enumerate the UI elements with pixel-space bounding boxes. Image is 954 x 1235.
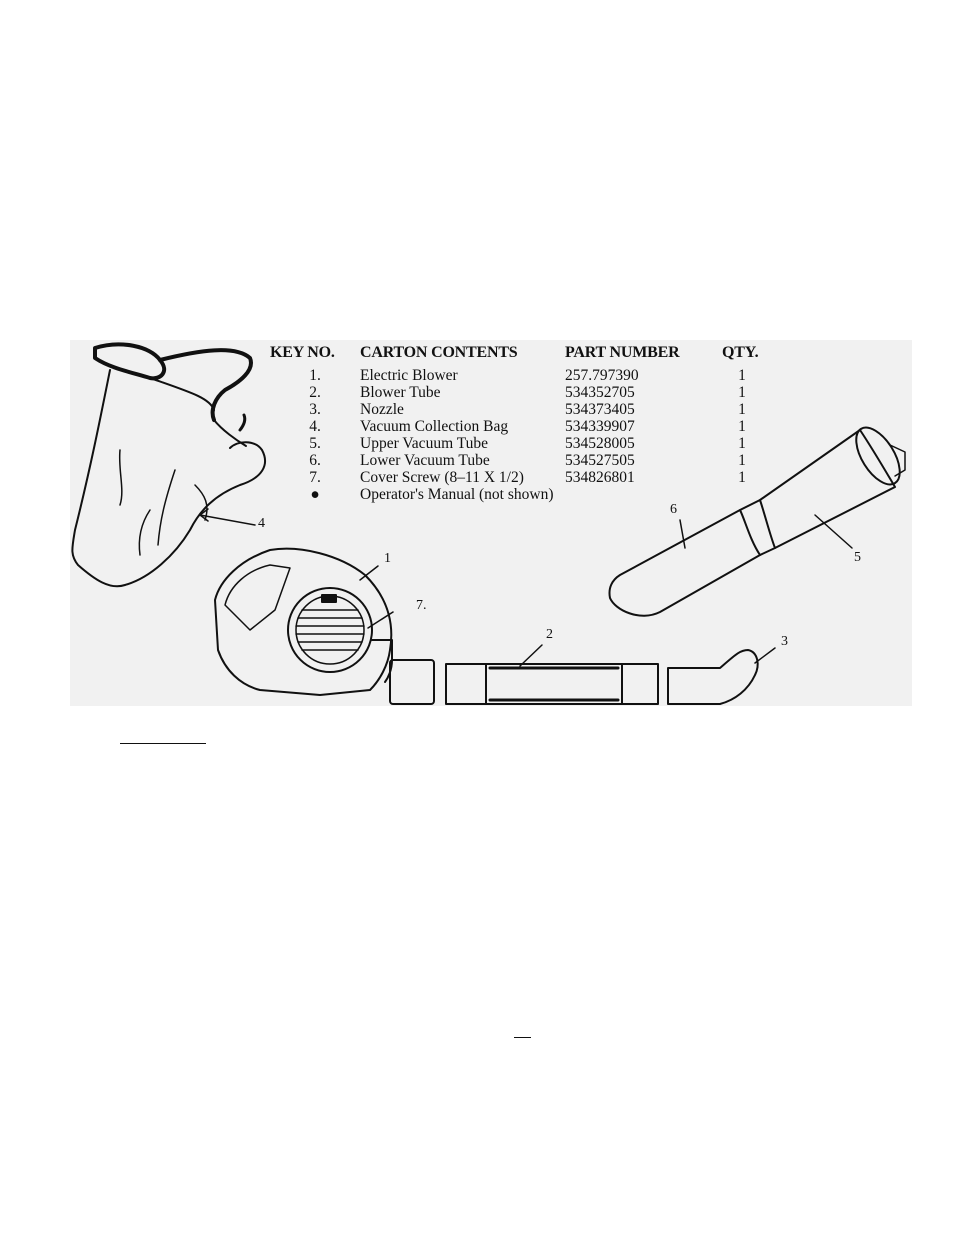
callout-1: 1 bbox=[384, 551, 391, 566]
item-cell: Lower Vacuum Tube bbox=[360, 452, 490, 469]
blower-tube-drawing bbox=[445, 644, 659, 705]
qty-cell: 1 bbox=[738, 367, 746, 384]
item-cell: Upper Vacuum Tube bbox=[360, 435, 489, 452]
callout-3: 3 bbox=[781, 634, 788, 649]
item-cell: Operator's Manual (not shown) bbox=[360, 486, 554, 503]
key-cell: 5. bbox=[309, 435, 321, 452]
part-cell: 534527505 bbox=[565, 452, 635, 469]
table-row: 3. Nozzle 534373405 1 bbox=[270, 401, 762, 418]
parts-table: KEY NO. CARTON CONTENTS PART NUMBER QTY.… bbox=[270, 344, 762, 503]
qty-cell: 1 bbox=[738, 469, 746, 486]
vacuum-bag-drawing bbox=[71, 342, 267, 588]
qty-cell: 1 bbox=[738, 384, 746, 401]
item-cell: Electric Blower bbox=[360, 367, 458, 384]
table-header-row: KEY NO. CARTON CONTENTS PART NUMBER QTY. bbox=[270, 344, 762, 367]
table-row: ● Operator's Manual (not shown) bbox=[270, 486, 762, 503]
table-row: 2. Blower Tube 534352705 1 bbox=[270, 384, 762, 401]
qty-cell: 1 bbox=[738, 435, 746, 452]
qty-cell: 1 bbox=[738, 401, 746, 418]
table-row: 7. Cover Screw (8–11 X 1/2) 534826801 1 bbox=[270, 469, 762, 486]
item-cell: Vacuum Collection Bag bbox=[360, 418, 509, 435]
col-carton-contents: CARTON CONTENTS bbox=[360, 344, 518, 361]
key-cell: 6. bbox=[309, 452, 321, 469]
part-cell bbox=[565, 486, 722, 503]
key-cell: 4. bbox=[309, 418, 321, 435]
key-cell: 3. bbox=[309, 401, 321, 418]
part-cell: 534528005 bbox=[565, 435, 635, 452]
key-cell: 7. bbox=[309, 469, 321, 486]
part-cell: 534826801 bbox=[565, 469, 635, 486]
item-cell: Cover Screw (8–11 X 1/2) bbox=[360, 469, 524, 486]
key-cell: 2. bbox=[309, 384, 321, 401]
short-rule bbox=[514, 1037, 531, 1038]
callout-6: 6 bbox=[670, 502, 677, 517]
col-qty: QTY. bbox=[722, 344, 759, 361]
table-row: 4. Vacuum Collection Bag 534339907 1 bbox=[270, 418, 762, 435]
item-cell: Nozzle bbox=[360, 401, 404, 418]
part-cell: 534373405 bbox=[565, 401, 635, 418]
table-row: 6. Lower Vacuum Tube 534527505 1 bbox=[270, 452, 762, 469]
part-cell: 534352705 bbox=[565, 384, 635, 401]
illustration-panel bbox=[70, 340, 912, 706]
callout-2: 2 bbox=[546, 627, 553, 642]
key-cell: 1. bbox=[309, 367, 321, 384]
part-cell: 534339907 bbox=[565, 418, 635, 435]
key-cell: ● bbox=[310, 486, 320, 503]
underline-rule bbox=[120, 743, 206, 744]
col-part-number: PART NUMBER bbox=[565, 344, 680, 361]
callout-7: 7. bbox=[416, 598, 427, 613]
col-key-no: KEY NO. bbox=[270, 344, 335, 361]
vacuum-tubes-drawing bbox=[608, 426, 906, 617]
part-cell: 257.797390 bbox=[565, 367, 639, 384]
callout-4: 4 bbox=[258, 516, 265, 531]
table-row: 5. Upper Vacuum Tube 534528005 1 bbox=[270, 435, 762, 452]
blower-drawing bbox=[214, 547, 435, 705]
nozzle-drawing bbox=[667, 647, 776, 705]
item-cell: Blower Tube bbox=[360, 384, 441, 401]
qty-cell: 1 bbox=[738, 418, 746, 435]
qty-cell: 1 bbox=[738, 452, 746, 469]
qty-cell bbox=[722, 486, 762, 503]
callout-5: 5 bbox=[854, 550, 861, 565]
table-row: 1. Electric Blower 257.797390 1 bbox=[270, 367, 762, 384]
